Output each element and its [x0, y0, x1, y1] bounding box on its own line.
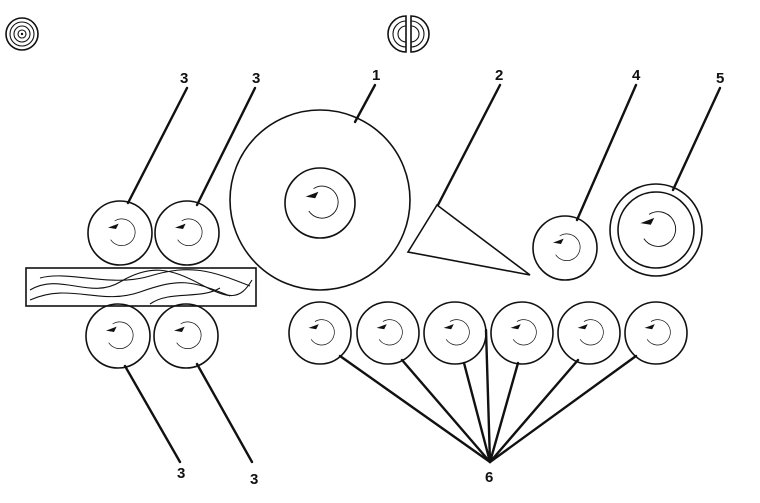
label-3-top-right: 3 — [252, 70, 260, 87]
split-log-cross-section-icon — [387, 15, 430, 53]
rotation-arrow-icon — [552, 233, 581, 261]
label-3-top-left: 3 — [180, 70, 188, 87]
knife-wedge — [406, 203, 531, 276]
rotation-arrow-icon — [107, 218, 136, 246]
rotation-arrow-icon — [376, 319, 403, 346]
roller-6e — [557, 301, 621, 365]
label-1: 1 — [372, 67, 380, 84]
upper-roller-right — [154, 200, 220, 266]
roller-5 — [609, 183, 703, 277]
roller-6c — [423, 301, 487, 365]
roller-6a — [288, 301, 352, 365]
rotation-arrow-icon — [173, 321, 202, 349]
wood-board — [25, 267, 257, 307]
roller-6f — [624, 301, 688, 365]
upper-roller-left — [87, 200, 153, 266]
roller-6d — [490, 301, 554, 365]
rotation-arrow-icon — [577, 319, 604, 346]
label-5: 5 — [716, 70, 724, 87]
rotation-arrow-icon — [308, 319, 335, 346]
label-3-bottom-left: 3 — [177, 465, 185, 482]
rotation-arrow-icon — [644, 319, 671, 346]
rotation-arrow-icon — [639, 211, 677, 247]
rotation-arrow-icon — [305, 185, 339, 219]
rotation-arrow-icon — [510, 319, 537, 346]
rotation-arrow-icon — [443, 319, 470, 346]
drum — [229, 109, 411, 291]
leader-lines — [123, 83, 722, 464]
log-cross-section-icon — [5, 17, 39, 51]
rotation-arrow-icon — [105, 321, 134, 349]
label-2: 2 — [495, 67, 503, 84]
lower-roller-left — [85, 303, 151, 369]
roller-6b — [356, 301, 420, 365]
lower-roller-right — [153, 303, 219, 369]
roller-group — [288, 301, 688, 365]
labels: 3 3 1 2 4 5 3 3 6 — [177, 67, 724, 488]
rotation-arrow-icon — [174, 218, 203, 246]
roller-4 — [532, 215, 598, 281]
label-6: 6 — [485, 469, 493, 486]
label-3-bottom-right: 3 — [250, 471, 258, 488]
label-4: 4 — [632, 67, 641, 84]
